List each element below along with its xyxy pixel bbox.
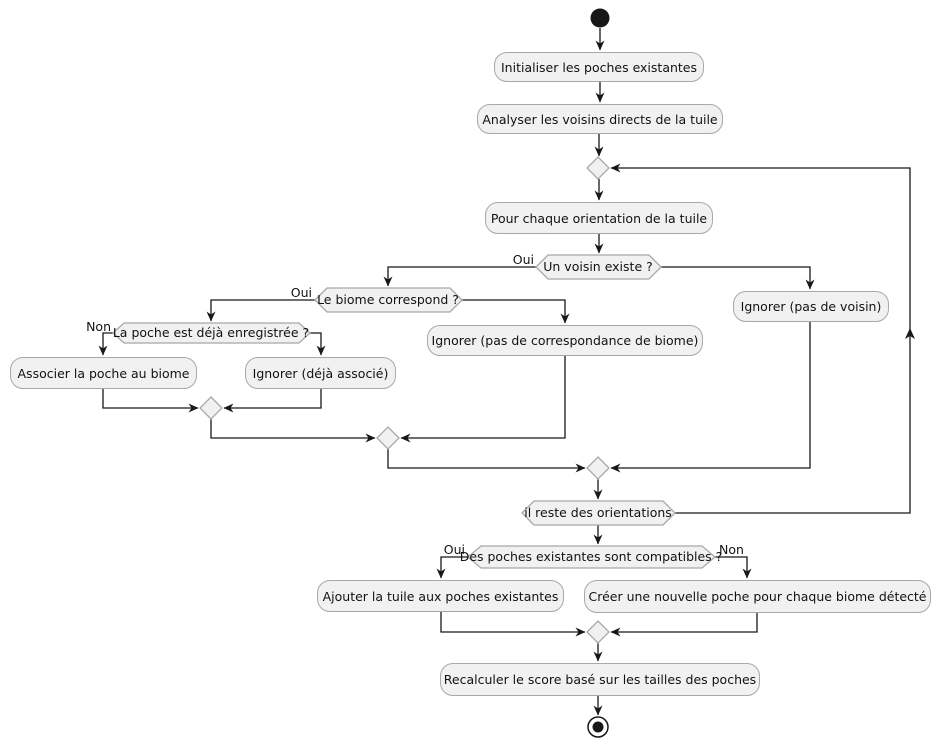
edge-merge2-to-merge3: [210, 419, 376, 443]
decision-orientations-shape: [521, 500, 676, 526]
edge-merge3-to-merge4: [387, 449, 586, 473]
edge-label-neighbor-yes: Oui: [513, 252, 534, 267]
activity-create-new-pocket: Créer une nouvelle poche pour chaque bio…: [584, 580, 931, 613]
edge-pocket-no-to-associate: [98, 332, 113, 356]
edge-biome-yes-to-pocket: [206, 299, 315, 322]
merge-diamond-4: [586, 456, 610, 480]
decision-orientations-label: il reste des orientations: [524, 505, 672, 520]
loop-mid-arrowhead: [905, 328, 915, 339]
edge-ignore-biome-to-merge3: [400, 356, 566, 443]
activity-init: Initialiser les poches existantes: [494, 52, 704, 82]
end-node: [592, 721, 604, 733]
edge-biome-no-to-ignore-biome: [462, 299, 570, 324]
decision-biome-label: Le biome correspond ?: [317, 292, 459, 307]
merge-diamond-2: [199, 396, 223, 420]
decision-compatible-label: Des poches existantes sont compatibles ?: [460, 549, 723, 564]
activity-ignore-no-neighbor: Ignorer (pas de voisin): [733, 291, 889, 322]
decision-neighbor-label: Un voisin existe ?: [543, 259, 653, 274]
activity-for-each-orientation: Pour chaque orientation de la tuile: [485, 202, 713, 234]
activity-ignore-no-biome-match: Ignorer (pas de correspondance de biome): [427, 325, 703, 356]
edge-pocket-yes-to-ignore-already: [310, 332, 326, 356]
decision-neighbor-shape: [535, 254, 662, 280]
edge-ignore-already-to-merge2: [223, 389, 322, 413]
edge-label-compatible-no: Non: [719, 542, 744, 557]
edge-ignore-no-neighbor-to-merge4: [610, 322, 811, 473]
activity-associate-pocket: Associer la poche au biome: [10, 357, 197, 389]
merge-diamond-5: [586, 620, 610, 644]
edge-compatible-yes-to-add: [436, 556, 468, 579]
edge-neighbor-yes-to-biome: [383, 266, 536, 287]
edge-neighbor-no-to-ignore-no-neighbor: [661, 266, 815, 290]
edge-compatible-no-to-create: [715, 556, 752, 579]
edge-create-to-merge5: [610, 613, 758, 637]
start-node: [590, 8, 610, 28]
edge-label-compatible-yes: Oui: [444, 542, 465, 557]
edge-orientations-loop-to-merge1: [610, 163, 911, 514]
edge-label-biome-yes: Oui: [291, 285, 312, 300]
merge-diamond-1: [586, 156, 610, 180]
merge-diamond-3: [376, 426, 400, 450]
activity-recalculate-score: Recalculer le score basé sur les tailles…: [440, 663, 760, 696]
decision-compatible-shape: [466, 545, 717, 569]
edge-label-pocket-no: Non: [86, 319, 111, 334]
decision-biome-shape: [314, 287, 463, 313]
activity-analyze-neighbors: Analyser les voisins directs de la tuile: [477, 104, 723, 134]
activity-add-tile-to-pockets: Ajouter la tuile aux poches existantes: [317, 580, 564, 612]
decision-pocket-label: La poche est déjà enregistrée ?: [113, 325, 309, 340]
activity-ignore-already-associated: Ignorer (déjà associé): [245, 357, 396, 389]
edge-associate-to-merge2: [102, 389, 199, 413]
edge-add-to-merge5: [440, 612, 586, 637]
decision-pocket-shape: [112, 322, 311, 344]
